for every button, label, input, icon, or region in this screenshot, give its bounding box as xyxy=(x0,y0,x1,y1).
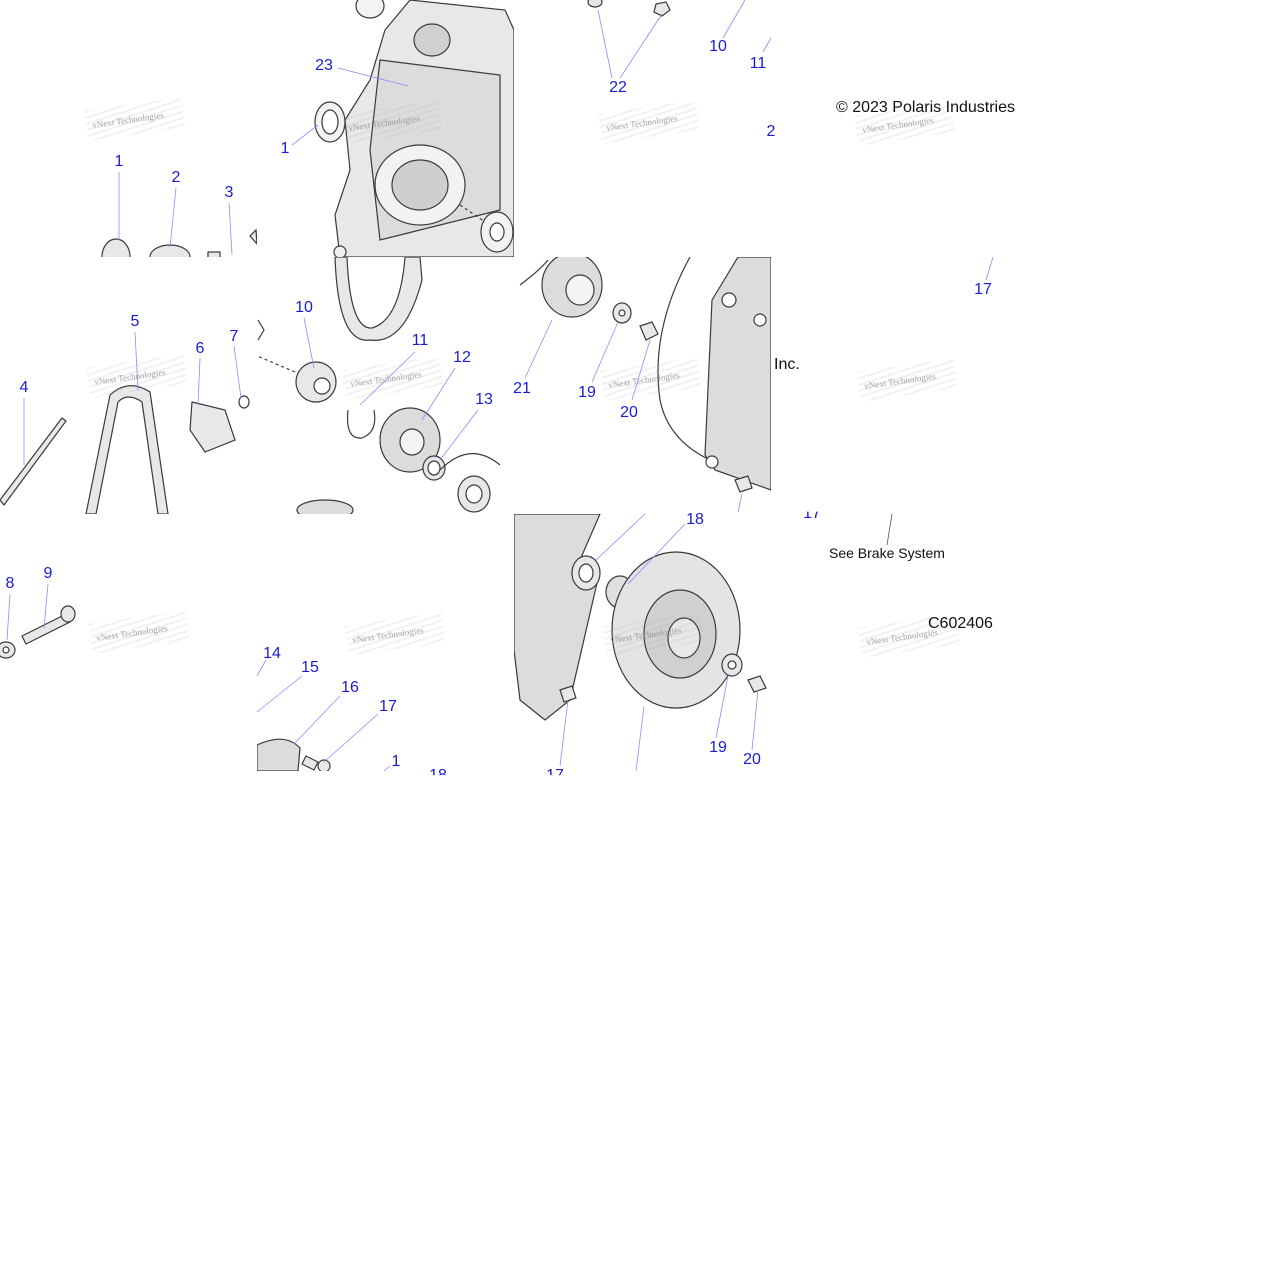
brake-disc-tile xyxy=(514,514,767,721)
callout-12: 12 xyxy=(453,349,471,366)
callout-1: 1 xyxy=(391,753,401,770)
sprocket-tile xyxy=(519,257,771,493)
watermark: vNext Technologies xyxy=(93,367,167,387)
watermark: vNext Technologies xyxy=(347,113,421,133)
callout-17: 17 xyxy=(546,767,564,784)
callout-21: 21 xyxy=(513,380,531,397)
callout-15: 15 xyxy=(301,659,319,676)
diagram-id: C602406 xyxy=(928,615,993,632)
callout-14: 14 xyxy=(263,645,281,662)
gear-tile xyxy=(257,257,501,514)
watermark: vNext Technologies xyxy=(91,110,165,130)
callout-23: 23 xyxy=(315,57,333,74)
leader-lines-t8 xyxy=(6,583,49,641)
watermark: vNext Technologies xyxy=(609,625,683,645)
cover-edge-tile xyxy=(257,738,331,771)
callout-1: 1 xyxy=(114,153,124,170)
callout-20: 20 xyxy=(620,404,638,421)
watermark: vNext Technologies xyxy=(607,370,681,390)
callout-6: 6 xyxy=(195,340,205,357)
callout-10: 10 xyxy=(295,299,313,316)
callout-19: 19 xyxy=(578,384,596,401)
callout-1: 1 xyxy=(280,140,290,157)
watermark: vNext Technologies xyxy=(349,369,423,389)
leader-lines-t9 xyxy=(256,659,391,772)
copyright-notice: © 2023 Polaris Industries xyxy=(836,99,1015,116)
callout-17: 17 xyxy=(803,505,821,522)
callout-7: 7 xyxy=(229,328,239,345)
seal-tile xyxy=(101,228,257,257)
callout-2: 2 xyxy=(766,123,776,140)
watermark: vNext Technologies xyxy=(863,371,937,391)
watermark: vNext Technologies xyxy=(351,625,425,645)
leader-lines-t11 xyxy=(886,513,893,546)
watermark: vNext Technologies xyxy=(605,113,679,133)
watermark: vNext Technologies xyxy=(95,623,169,643)
watermark: vNext Technologies xyxy=(861,115,935,135)
fastener-tile xyxy=(0,605,76,659)
belt-tile xyxy=(0,385,250,514)
leader-lines-t7 xyxy=(985,256,994,281)
copyright-fragment: Inc. xyxy=(774,356,800,373)
callout-17: 17 xyxy=(379,698,397,715)
callout-17: 17 xyxy=(974,281,992,298)
callout-22: 22 xyxy=(609,79,627,96)
callout-3: 3 xyxy=(224,184,234,201)
callout-11: 11 xyxy=(411,332,429,349)
brake-system-note: See Brake System xyxy=(829,545,945,561)
leader-lines-t0 xyxy=(118,172,233,256)
callout-10: 10 xyxy=(709,38,727,55)
callout-8: 8 xyxy=(5,575,15,592)
leader-lines-t10 xyxy=(559,513,759,772)
leader-lines-t2 xyxy=(597,0,772,79)
callout-19: 19 xyxy=(709,739,727,756)
nuts-tile xyxy=(587,0,671,17)
callout-18: 18 xyxy=(686,511,704,528)
callout-16: 16 xyxy=(341,679,359,696)
callout-4: 4 xyxy=(19,379,29,396)
callout-18: 18 xyxy=(429,767,447,784)
callout-9: 9 xyxy=(43,565,53,582)
callout-20: 20 xyxy=(743,751,761,768)
callout-11: 11 xyxy=(749,55,767,72)
callout-13: 13 xyxy=(475,391,493,408)
leader-lines-t1 xyxy=(291,67,409,146)
callout-5: 5 xyxy=(130,313,140,330)
callout-2: 2 xyxy=(171,169,181,186)
